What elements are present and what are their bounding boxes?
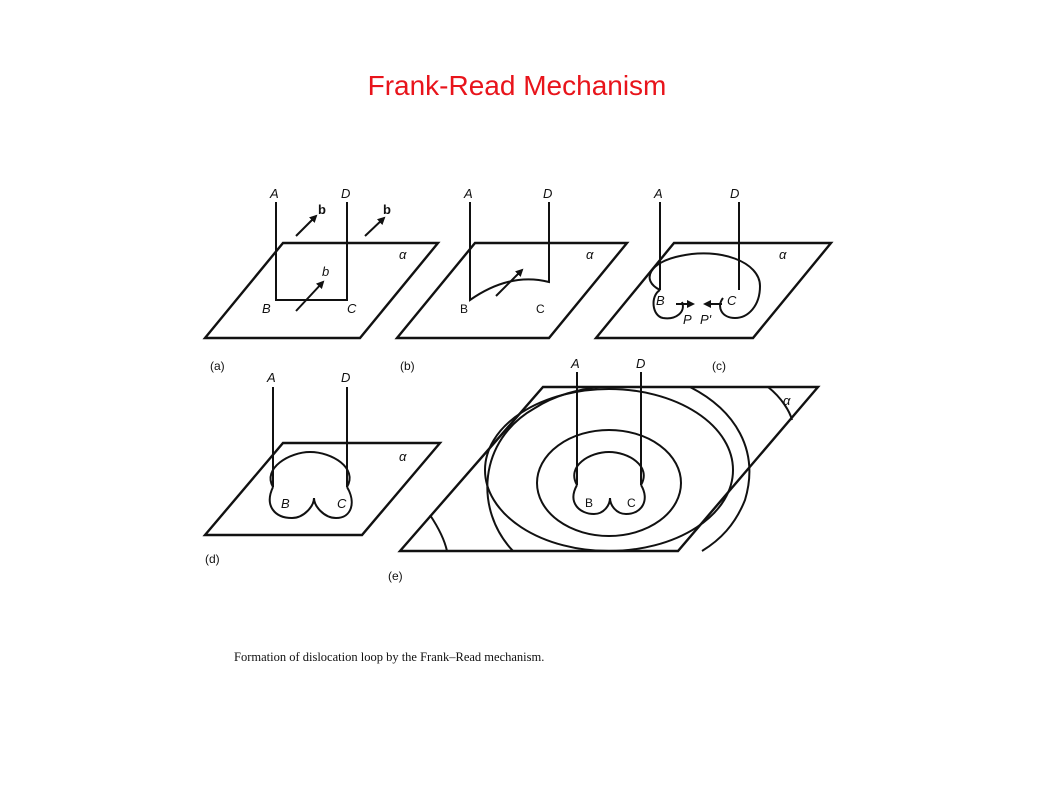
dislocation-loop — [486, 386, 601, 552]
label-c: C — [727, 293, 737, 308]
label-alpha: α — [783, 393, 791, 408]
panel-c: A D B C P P' α (c) — [593, 186, 834, 373]
label-d: D — [341, 186, 350, 201]
burgers-vector-arrow — [295, 214, 318, 237]
slip-plane — [202, 241, 441, 340]
panel-tag: (c) — [712, 359, 726, 373]
slip-plane — [593, 241, 834, 340]
dislocation-line — [275, 202, 348, 301]
dislocation-loop — [689, 386, 751, 552]
label-a: A — [463, 186, 473, 201]
slip-plane — [397, 385, 821, 553]
panel-d: A D B C α (d) — [202, 370, 443, 566]
dislocation-loop — [269, 450, 351, 488]
panel-e: A D B C α (e) — [388, 356, 821, 583]
label-c: C — [347, 301, 357, 316]
label-d: D — [636, 356, 645, 371]
label-p-prime: P' — [700, 312, 712, 327]
label-p: P — [683, 312, 692, 327]
dislocation-loop — [648, 252, 762, 320]
label-d: D — [543, 186, 552, 201]
label-alpha: α — [399, 449, 407, 464]
page-title: Frank-Read Mechanism — [367, 70, 667, 101]
slip-plane — [202, 441, 443, 537]
label-b-vector: b — [383, 202, 391, 217]
panel-tag: (a) — [210, 359, 225, 373]
label-d: D — [730, 186, 739, 201]
burgers-vector-arrow — [495, 268, 524, 297]
panel-tag: (b) — [400, 359, 415, 373]
dislocation-loop — [429, 514, 448, 552]
dislocation-loop — [268, 486, 353, 520]
label-a: A — [653, 186, 663, 201]
slip-plane — [394, 241, 630, 340]
burgers-vector-arrow — [295, 280, 325, 312]
label-c: C — [627, 496, 636, 510]
label-a: A — [266, 370, 276, 385]
dislocation-loop-inner — [572, 484, 646, 516]
label-b: B — [585, 496, 593, 510]
label-b: B — [281, 496, 290, 511]
label-b: B — [262, 301, 271, 316]
label-a: A — [570, 356, 580, 371]
figure-caption: Formation of dislocation loop by the Fra… — [234, 650, 545, 664]
label-b-vector: b — [322, 264, 329, 279]
dislocation-loop — [767, 386, 793, 421]
panel-tag: (d) — [205, 552, 220, 566]
dislocation-loop — [652, 289, 684, 320]
burgers-vector-arrow — [364, 216, 386, 237]
label-alpha: α — [399, 247, 407, 262]
dislocation-loop-inner — [573, 450, 645, 486]
label-a: A — [269, 186, 279, 201]
dislocation-loop — [484, 388, 734, 552]
dislocation-loop — [536, 429, 682, 537]
label-b: B — [460, 302, 468, 316]
label-alpha: α — [779, 247, 787, 262]
panel-tag: (e) — [388, 569, 403, 583]
label-d: D — [341, 370, 350, 385]
label-c: C — [536, 302, 545, 316]
label-alpha: α — [586, 247, 594, 262]
label-c: C — [337, 496, 347, 511]
panel-a: A D b b b B C α (a) — [202, 186, 441, 373]
label-b-vector: b — [318, 202, 326, 217]
panel-b: A D B C α (b) — [394, 186, 630, 373]
label-b: B — [656, 293, 665, 308]
